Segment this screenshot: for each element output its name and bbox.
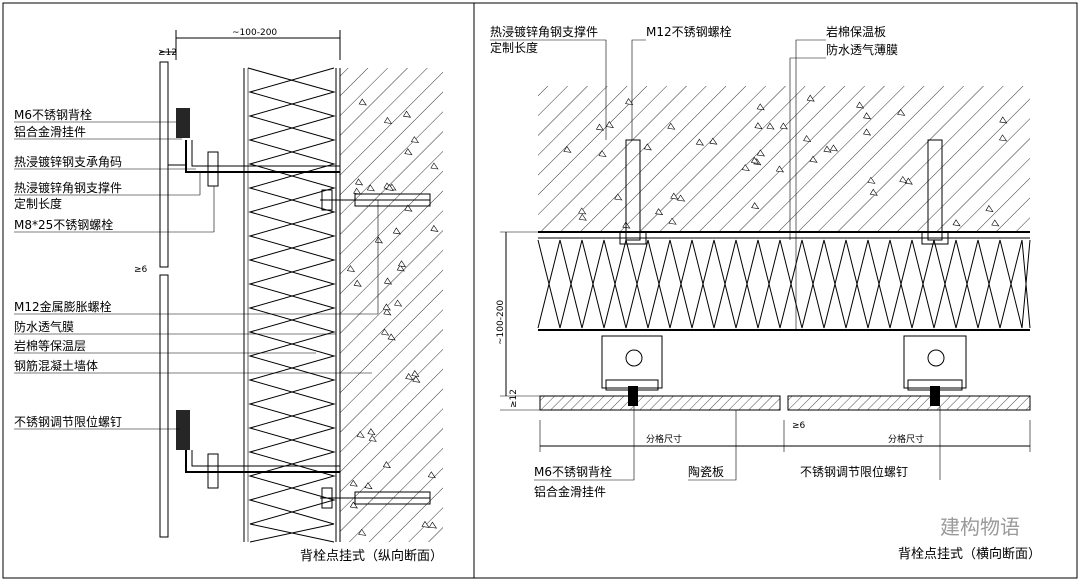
bracket-upper [168, 108, 431, 211]
label-adjust-screw: 不锈钢调节限位螺钉 [14, 414, 122, 429]
label-rock-wool-board: 岩棉保温板 [826, 24, 886, 39]
label-m12-expansion-bolt: M12金属膨胀螺栓 [14, 299, 112, 314]
ceramic-panel-lower [159, 274, 169, 538]
dim-gap-label: ≥12 [158, 48, 177, 58]
left-section: ~100-200 ≥12 ≥6 M6不锈钢背栓 铝合金滑挂件 热浸镀锌钢支承角码… [14, 28, 443, 564]
insulation-pattern-right [537, 239, 1031, 329]
ceramic-panel-right-b [787, 395, 1031, 411]
dim-joint-right-label: ≥6 [792, 421, 806, 431]
dim-top-label: ~100-200 [232, 28, 277, 38]
dim-joint-label: ≥6 [134, 265, 148, 275]
watermark: 建构物语 [940, 515, 1020, 539]
dim-gap-right-label: ≥12 [509, 389, 519, 408]
right-panel-title: 背栓点挂式（横向断面） [898, 546, 1041, 562]
label-adjust-screw-right: 不锈钢调节限位螺钉 [800, 464, 908, 479]
ceramic-panel-upper [159, 61, 169, 268]
dim-vertical-label: ~100-200 [496, 300, 506, 345]
label-custom-length: 定制长度 [14, 196, 62, 211]
label-m8-bolt: M8*25不锈钢螺栓 [14, 217, 113, 232]
concrete-aggregate-right [563, 94, 1008, 229]
insulation-pattern [247, 67, 336, 543]
label-waterproof-membrane: 防水透气膜 [14, 319, 74, 334]
label-galvanized-angle-bracket: 热浸镀锌钢支承角码 [14, 155, 122, 169]
concrete-wall [340, 68, 443, 542]
right-section: ~100-200 ≥12 分格尺寸 分格尺寸 ≥6 热浸镀锌角钢支撑件 定制长度… [490, 24, 1041, 562]
label-rock-wool-insulation: 岩棉等保温层 [14, 338, 86, 353]
label-aluminum-hanger: 铝合金滑挂件 [14, 124, 86, 139]
label-hanger-right: 铝合金滑挂件 [534, 484, 606, 499]
left-panel-title: 背栓点挂式（纵向断面） [300, 548, 443, 564]
label-galvanized-angle-support: 热浸镀锌角钢支撑件 [14, 180, 122, 195]
grid-size-label-2: 分格尺寸 [888, 433, 924, 445]
label-m6-back-anchor: M6不锈钢背栓 [14, 107, 92, 122]
concrete-wall-right [538, 86, 1030, 232]
label-membrane-right: 防水透气薄膜 [826, 42, 898, 57]
left-leaders [14, 121, 379, 430]
label-custom-length-right: 定制长度 [490, 40, 538, 55]
label-m12-bolt-right: M12不锈钢螺栓 [646, 24, 732, 39]
label-m6-back-anchor-right: M6不锈钢背栓 [534, 464, 612, 479]
bracket-lower [176, 410, 431, 509]
right-leaders [490, 39, 941, 481]
grid-size-label-1: 分格尺寸 [646, 433, 682, 445]
label-ceramic-panel: 陶瓷板 [688, 464, 724, 479]
label-angle-support-right: 热浸镀锌角钢支撑件 [490, 24, 598, 39]
ceramic-panel-right-a [539, 395, 781, 411]
concrete-aggregate [346, 98, 439, 536]
anchor-assembly-left [601, 139, 663, 406]
label-concrete-wall: 钢筋混凝土墙体 [14, 358, 98, 373]
